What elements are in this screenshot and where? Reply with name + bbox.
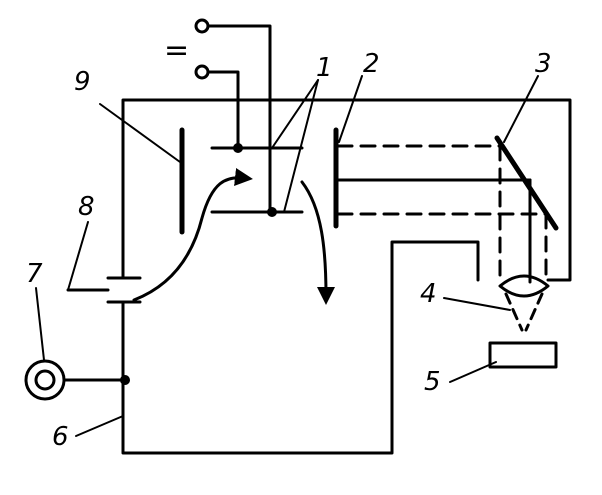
label-4: 4 [420,279,437,309]
lead-top-terminal [206,24,272,214]
lead-second-terminal [206,70,240,150]
leader-6 [75,415,124,437]
electron-path-outbound [300,180,335,305]
label-6: 6 [52,422,69,452]
leader-4 [443,297,511,311]
source-7-inner [34,369,56,391]
ray-converge-right [524,292,544,332]
leader-9 [99,103,181,163]
label-1: 1 [316,53,333,83]
terminal-second [194,64,210,80]
label-3: 3 [535,49,552,79]
leader-2 [338,75,363,143]
source-7-outer [24,359,66,401]
leader-1-lower [283,79,319,213]
chamber-enclosure [121,98,572,282]
leader-1-upper [271,79,319,149]
leader-5 [449,361,497,383]
label-8: 8 [78,192,95,222]
terminal-top [194,18,210,34]
junction-upper-plate [233,143,243,153]
leader-3 [503,75,539,143]
chamber-lower-step [121,240,480,455]
label-dc-symbol: = [164,33,189,68]
screen-5 [488,341,558,369]
label-9: 9 [74,67,91,97]
leader-7 [35,287,45,361]
label-5: 5 [424,367,441,397]
leader-8 [67,221,89,291]
lens-4 [498,274,550,298]
junction-lower-plate [267,207,277,217]
junction-left-wall [120,375,130,385]
mirror-3 [494,135,559,231]
ray-converge-left [504,292,524,332]
label-2: 2 [363,49,380,79]
electron-path-inbound [132,168,253,302]
label-7: 7 [26,259,43,289]
